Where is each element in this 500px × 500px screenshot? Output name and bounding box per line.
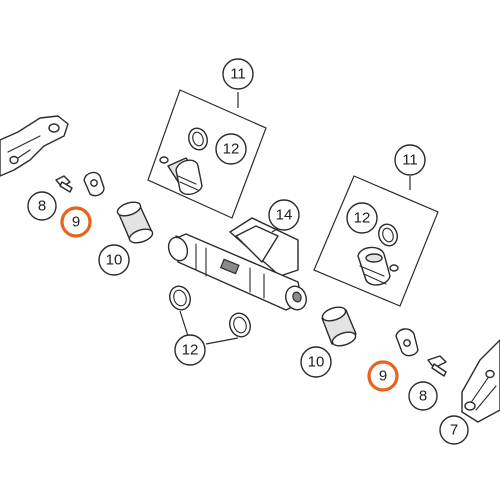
callout-label: 11 <box>402 152 418 169</box>
left-bolt <box>55 175 73 193</box>
callout-7: 7 <box>439 415 469 445</box>
right-footpeg-bracket <box>461 339 500 423</box>
callout-label: 12 <box>223 141 240 158</box>
left-footpeg-bracket <box>0 115 69 177</box>
callout-label: 9 <box>72 214 80 231</box>
callout-label: 12 <box>354 210 371 227</box>
callout-9-left: 9 <box>60 206 92 238</box>
loose-oring-left <box>169 285 191 311</box>
right-bolt <box>427 355 447 377</box>
lower-oring <box>378 223 398 247</box>
callout-label: 11 <box>230 66 246 83</box>
callout-10-left: 10 <box>98 244 130 276</box>
callout-12-lower: 12 <box>346 202 378 234</box>
left-small-bracket <box>83 171 105 197</box>
right-small-bracket <box>395 328 419 357</box>
kit-panel-lower <box>313 175 439 307</box>
callout-label: 12 <box>182 342 199 359</box>
callout-12-center: 12 <box>174 334 206 366</box>
callout-label: 7 <box>450 422 458 439</box>
callout-14: 14 <box>268 199 300 231</box>
lower-seal-bushing <box>357 246 399 286</box>
callout-11-upper: 11 <box>222 58 254 90</box>
callout-9-right: 9 <box>367 360 399 392</box>
pivot-shaft <box>167 217 307 311</box>
callout-8-left: 8 <box>27 191 57 221</box>
callout-label: 8 <box>38 198 46 215</box>
callout-label: 14 <box>276 207 293 224</box>
loose-oring-right <box>229 312 251 338</box>
upper-oring <box>188 127 208 151</box>
callout-label: 8 <box>419 388 427 405</box>
callout-11-lower: 11 <box>394 144 426 176</box>
left-bushing <box>116 201 154 244</box>
callout-10-right: 10 <box>300 346 332 378</box>
callout-12-upper: 12 <box>215 133 247 165</box>
callout-label: 10 <box>106 252 123 269</box>
right-bushing <box>321 306 357 347</box>
upper-seal-bushing <box>159 156 203 196</box>
callout-label: 10 <box>308 354 325 371</box>
callout-label: 9 <box>379 368 387 385</box>
kit-panel-upper <box>147 89 267 219</box>
callout-8-right: 8 <box>408 381 438 411</box>
